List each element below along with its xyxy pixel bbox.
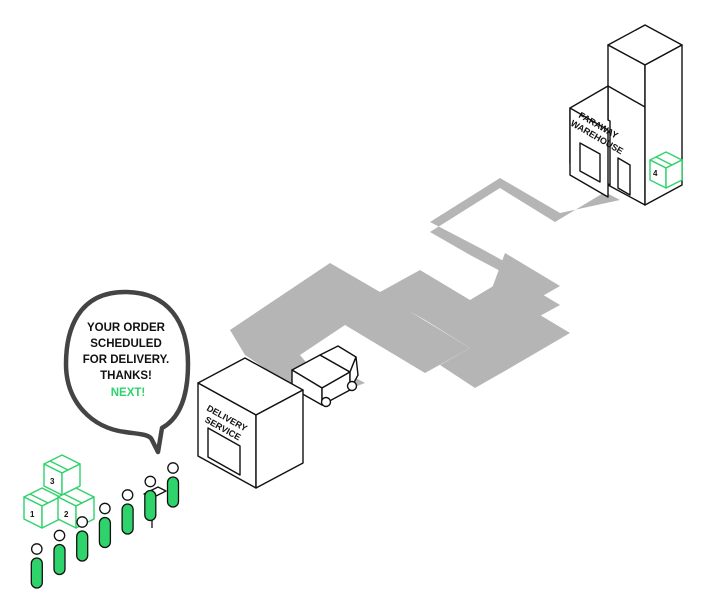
bubble-text: YOUR ORDER SCHEDULED FOR DELIVERY. THANK… (83, 318, 173, 399)
person-head (121, 489, 134, 501)
person-icon (121, 489, 134, 535)
customer-queue (30, 462, 180, 589)
bubble-line-2: SCHEDULED (90, 338, 162, 350)
person-body (144, 489, 157, 522)
delivery-service-building (197, 357, 304, 489)
bubble-next: NEXT! (111, 387, 146, 399)
person-icon (53, 529, 66, 576)
person-body (121, 503, 134, 535)
person-body (166, 476, 180, 508)
person-body (53, 543, 66, 576)
road-path-upper (330, 178, 620, 348)
person-icon (30, 543, 43, 589)
warehouse-door (579, 142, 601, 183)
person-head (99, 502, 111, 515)
person-head (30, 543, 43, 555)
person-icon (144, 475, 157, 522)
warehouse-side-door (617, 157, 631, 196)
bubble-line-4: THANKS! (100, 370, 152, 382)
faraway-warehouse (569, 24, 683, 206)
delivery-service-door (207, 427, 241, 476)
bubble-line-1: YOUR ORDER (87, 322, 166, 334)
package-number-2: 2 (64, 510, 69, 519)
road-path-lower (440, 253, 570, 388)
package-stack (23, 454, 95, 529)
person-head (76, 516, 89, 528)
person-head (167, 462, 179, 474)
bubble-line-3: FOR DELIVERY. (83, 354, 169, 366)
person-icon (166, 462, 180, 508)
person-body (98, 516, 112, 549)
package-number-3: 3 (50, 477, 55, 486)
person-body (76, 530, 89, 562)
package-number-1: 1 (30, 510, 35, 519)
person-head (53, 529, 66, 542)
package-icon-4 (649, 151, 683, 189)
road-path (230, 263, 470, 400)
road (230, 178, 620, 400)
speech-bubble-icon (63, 289, 191, 455)
truck-icon (291, 345, 359, 408)
person-icon (76, 516, 89, 562)
person-head (144, 475, 157, 488)
person-icon (98, 502, 112, 549)
warehouse-box-number: 4 (653, 169, 658, 178)
person-body (30, 557, 43, 589)
